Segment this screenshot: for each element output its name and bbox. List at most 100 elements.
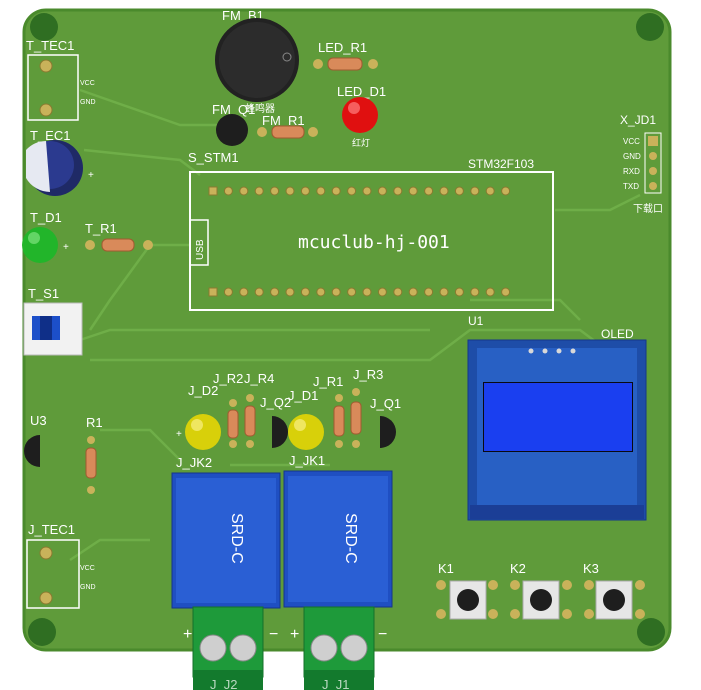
j-j2-label: J_J2 <box>210 677 237 690</box>
t-r1-label: T_R1 <box>85 221 117 236</box>
t-s1-label: T_S1 <box>28 286 59 301</box>
svg-text:蜂鸣器: 蜂鸣器 <box>245 102 275 115</box>
oled-label: OLED <box>601 327 634 341</box>
j-d2-label: J_D2 <box>188 383 218 398</box>
j-q1-transistor <box>380 416 396 448</box>
k3-label: K3 <box>583 561 599 576</box>
stm32-pin <box>285 287 295 297</box>
fm-q1-transistor <box>216 114 248 146</box>
j-r2-label: J_R2 <box>213 371 243 386</box>
stm32-pin <box>347 287 357 297</box>
mount-hole-tr <box>636 13 664 41</box>
stm32-pin <box>239 186 249 196</box>
stm32-pin <box>223 287 233 297</box>
pcb-traces <box>69 88 641 562</box>
k1-label: K1 <box>438 561 454 576</box>
stm32-pin <box>501 186 511 196</box>
j-j1-minus: − <box>378 626 387 643</box>
stm32-pin <box>331 287 341 297</box>
mount-hole-tl <box>30 13 58 41</box>
j-d1-led <box>288 414 324 450</box>
stm32-pin <box>408 186 418 196</box>
led-r1-label: LED_R1 <box>318 40 367 55</box>
jd-txd-label: TXD <box>623 182 639 191</box>
stm32-top-pins <box>208 186 511 196</box>
j-r4-label: J_R4 <box>244 371 274 386</box>
jd-vcc-label: VCC <box>623 137 640 146</box>
relay-resistors <box>227 388 362 448</box>
k1-button[interactable] <box>436 580 498 620</box>
stm32-pin <box>393 287 403 297</box>
j-r3-label: J_R3 <box>353 367 383 382</box>
j-d2-led <box>185 414 221 450</box>
vcc-label: VCC <box>80 80 95 87</box>
stm32-label: STM32F103 <box>468 157 534 171</box>
stm32-pin <box>424 186 434 196</box>
svg-text:+: + <box>176 429 182 440</box>
stm32-pin <box>501 287 511 297</box>
stm32-pin <box>300 186 310 196</box>
stm32-pin <box>454 287 464 297</box>
k3-button[interactable] <box>584 580 645 620</box>
stm32-pin <box>362 287 372 297</box>
stm32-pin <box>408 287 418 297</box>
k2-label: K2 <box>510 561 526 576</box>
j-jk1-label: J_JK1 <box>289 453 325 468</box>
download-label: 下载口 <box>633 203 663 215</box>
stm32-pin <box>254 186 264 196</box>
r1-resistor <box>85 447 97 479</box>
u3-sensor <box>24 435 40 467</box>
svg-text:+: + <box>88 170 94 181</box>
u3-label: U3 <box>30 413 47 428</box>
j-j2-terminal <box>192 606 264 690</box>
j-jk2-label: J_JK2 <box>176 455 212 470</box>
stm32-pin <box>393 186 403 196</box>
stm32-pin <box>439 186 449 196</box>
j-j2-plus: + <box>183 626 192 643</box>
gnd-label: GND <box>80 99 96 106</box>
stm32-pin <box>285 186 295 196</box>
stm32-pin <box>377 186 387 196</box>
fm-r1-label: FM_R1 <box>262 113 305 128</box>
j-tec1-outline <box>26 539 80 609</box>
mount-hole-br <box>637 618 665 646</box>
t-tec1-label: T_TEC1 <box>26 38 74 53</box>
j-r1-label: J_R1 <box>313 374 343 389</box>
oled-screen <box>484 383 632 451</box>
svg-text:+: + <box>63 242 69 253</box>
usb-label: USB <box>195 239 206 260</box>
jd-gnd-label: GND <box>623 152 641 161</box>
j-tec1-gnd: GND <box>80 584 96 591</box>
x-jd1-label: X_JD1 <box>620 113 656 127</box>
stm32-pin <box>439 287 449 297</box>
k2-button[interactable] <box>510 580 572 620</box>
led-d1-label: LED_D1 <box>337 84 386 99</box>
j-j1-label: J_J1 <box>322 677 349 690</box>
j-j1-plus: + <box>290 626 299 643</box>
j-j1-terminal <box>303 606 375 690</box>
stm32-pin <box>270 186 280 196</box>
led-d1-red-led <box>342 97 378 133</box>
mount-hole-bl <box>28 618 56 646</box>
stm32-pin <box>377 287 387 297</box>
stm32-pin <box>316 287 326 297</box>
s-stm1-label: S_STM1 <box>188 150 239 165</box>
stm32-pin <box>223 186 233 196</box>
j-jk1-relay-text: SRD-C <box>342 513 359 564</box>
stm32-bottom-pins <box>208 287 511 297</box>
fm-q1-label: FM_Q1 <box>212 102 255 117</box>
j-tec1-vcc: VCC <box>80 565 95 572</box>
stm32-pin <box>239 287 249 297</box>
j-d1-label: J_D1 <box>288 388 318 403</box>
stm32-pin <box>347 186 357 196</box>
mcu-board-name: mcuclub-hj-001 <box>298 232 450 253</box>
j-tec1-label: J_TEC1 <box>28 522 75 537</box>
stm32-pin <box>300 287 310 297</box>
t-tec1-pad <box>39 59 53 73</box>
u1-label: U1 <box>468 314 484 328</box>
j-q2-label: J_Q2 <box>260 395 291 410</box>
stm32-pin <box>424 287 434 297</box>
stm32-pin <box>316 186 326 196</box>
svg-text:红灯: 红灯 <box>352 137 370 148</box>
